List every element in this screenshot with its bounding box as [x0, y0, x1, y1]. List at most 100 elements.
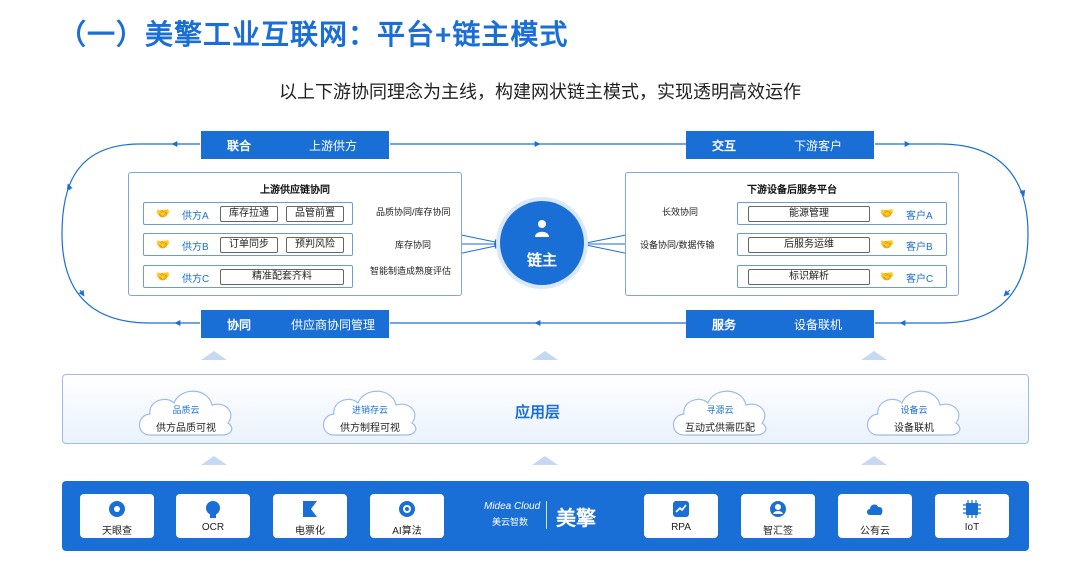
- bar-key: 联合: [226, 138, 251, 153]
- cloud-name: 寻源云: [706, 405, 734, 415]
- bar-value: 下游客户: [793, 138, 842, 153]
- bar-value: 上游供方: [308, 138, 357, 153]
- up-arrow-icon: [861, 351, 887, 360]
- downstream-panel-title: 下游设备后服务平台: [747, 185, 837, 196]
- cloud-desc: 供方制程可视: [340, 423, 400, 434]
- link-label: 设备协同/数据传输: [640, 240, 715, 250]
- cloud-sourcing: 寻源云 互动式供需匹配: [668, 381, 772, 437]
- tile-e-invoice: 电票化: [273, 494, 347, 538]
- cloud-icon: [867, 504, 883, 515]
- cloud-icon: [672, 390, 767, 436]
- tianyancha-icon: [109, 501, 125, 517]
- cloud-icon: [322, 390, 417, 436]
- cloud-device: 设备云 设备联机: [862, 381, 966, 437]
- brand-cn: 美云智数: [492, 517, 529, 527]
- up-arrow-icon: [861, 456, 887, 465]
- cloud-icon: [138, 390, 233, 436]
- cloud-icon: [866, 390, 961, 436]
- cloud-name: 进销存云: [351, 405, 388, 415]
- page-subtitle: 以上下游协同理念为主线，构建网状链主模式，实现透明高效运作: [279, 82, 801, 102]
- customer-row-b: 后服务运维 🤝 客户B: [737, 233, 947, 256]
- chip: 精准配套齐料: [220, 269, 344, 285]
- customer-row-c: 标识解析 🤝 客户C: [737, 265, 947, 288]
- cloud-name: 品质云: [172, 405, 200, 415]
- supplier-name: 供方B: [182, 242, 209, 253]
- page-title: （一）美擎工业互联网：平台+链主模式: [58, 19, 569, 50]
- tile-label: IoT: [964, 522, 980, 533]
- brand-divider: [546, 501, 547, 529]
- midea-cloud-brand: Midea Cloud 美云智数 美擎: [478, 497, 608, 537]
- chip: 标识解析: [748, 269, 870, 285]
- customer-row-a: 能源管理 🤝 客户A: [737, 202, 947, 225]
- bar-downstream-customers: 交互 下游客户: [686, 131, 874, 159]
- handshake-icon: 🤝: [156, 239, 170, 251]
- chip: 预判风险: [286, 237, 344, 253]
- handshake-icon: 🤝: [156, 271, 170, 283]
- supplier-name: 供方C: [182, 274, 210, 285]
- cloud-desc: 设备联机: [894, 423, 934, 434]
- up-arrow-icon: [532, 351, 558, 360]
- rpa-icon: [673, 501, 689, 517]
- bar-key: 交互: [711, 138, 736, 153]
- chip: 后服务运维: [748, 237, 870, 253]
- customer-name: 客户B: [906, 242, 933, 253]
- application-layer-title: 应用层: [515, 404, 561, 421]
- customer-name: 客户A: [906, 211, 933, 222]
- tile-iot: IoT: [935, 494, 1009, 538]
- tile-rpa: RPA: [644, 494, 718, 538]
- chip: 能源管理: [748, 206, 870, 222]
- bar-supplier-collaboration: 协同 供应商协同管理: [201, 310, 389, 338]
- customer-name: 客户C: [906, 274, 934, 285]
- up-arrow-icon: [532, 456, 558, 465]
- bar-value: 设备联机: [793, 317, 842, 332]
- supplier-row-a: 🤝 供方A 库存拉通 品管前置: [143, 202, 353, 225]
- handshake-icon: 🤝: [880, 271, 894, 283]
- up-arrow-icon: [201, 351, 227, 360]
- tile-ocr: OCR: [176, 494, 250, 538]
- tile-tianyancha: 天眼查: [80, 494, 154, 538]
- tile-label: 智汇签: [763, 526, 793, 537]
- handshake-icon: 🤝: [880, 208, 894, 220]
- link-label: 长效协同: [662, 207, 699, 217]
- bar-key: 服务: [711, 317, 736, 332]
- handshake-icon: 🤝: [156, 208, 170, 220]
- link-label: 品质协同/库存协同: [376, 207, 451, 217]
- handshake-icon: 🤝: [880, 239, 894, 251]
- tile-label: OCR: [201, 522, 225, 533]
- signature-icon: [770, 501, 786, 517]
- chip: 订单同步: [220, 237, 278, 253]
- bar-device-service: 服务 设备联机: [686, 310, 874, 338]
- tile-label: 天眼查: [102, 526, 132, 537]
- tile-label: RPA: [671, 522, 691, 533]
- tile-signature: 智汇签: [741, 494, 815, 538]
- tile-label: AI算法: [392, 526, 422, 537]
- chip: 库存拉通: [220, 206, 278, 222]
- tile-label: 公有云: [860, 526, 890, 537]
- supplier-row-c: 🤝 供方C 精准配套齐料: [143, 265, 353, 288]
- hub-label: 链主: [526, 252, 557, 269]
- supplier-name: 供方A: [182, 211, 209, 222]
- upstream-panel-title: 上游供应链协同: [260, 185, 330, 196]
- ai-icon: [399, 501, 415, 517]
- bar-key: 协同: [226, 317, 251, 332]
- up-arrow-icon: [201, 456, 227, 465]
- chain-master-hub: 链主: [500, 201, 584, 285]
- bar-value: 供应商协同管理: [290, 317, 375, 332]
- supplier-row-b: 🤝 供方B 订单同步 预判风险: [143, 233, 353, 256]
- cloud-inventory: 进销存云 供方制程可视: [318, 381, 422, 437]
- ocr-icon: [206, 501, 220, 518]
- cloud-name: 设备云: [900, 405, 928, 415]
- person-icon: [535, 220, 549, 237]
- tile-public-cloud: 公有云: [838, 494, 912, 538]
- cloud-quality: 品质云 供方品质可视: [134, 381, 238, 437]
- cloud-desc: 供方品质可视: [156, 423, 216, 434]
- link-label: 智能制造成熟度评估: [370, 266, 452, 276]
- bar-upstream-suppliers: 联合 上游供方: [201, 131, 389, 159]
- tile-ai: AI算法: [370, 494, 444, 538]
- chip: 品管前置: [286, 206, 344, 222]
- tile-label: 电票化: [295, 526, 325, 537]
- cloud-desc: 互动式供需匹配: [685, 423, 755, 434]
- brand-en: Midea Cloud: [484, 501, 541, 512]
- link-label: 库存协同: [395, 240, 432, 250]
- e-invoice-icon: [303, 501, 317, 517]
